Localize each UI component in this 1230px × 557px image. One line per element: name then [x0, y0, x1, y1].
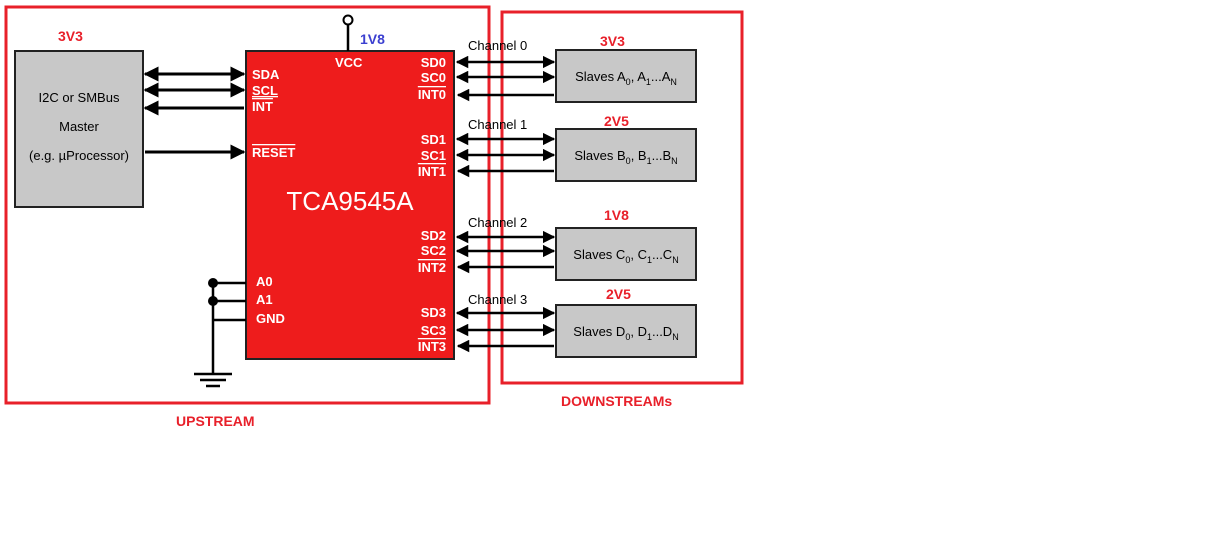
downstream-frame: [500, 10, 744, 385]
pin-sd0: SD0: [421, 55, 446, 70]
downstream-label: DOWNSTREAMs: [561, 393, 672, 409]
pin-sda: SDA: [252, 67, 280, 82]
vcc-pin-label: VCC: [335, 55, 363, 70]
pin-sc0: SC0: [421, 70, 446, 85]
upstream-label: UPSTREAM: [176, 413, 255, 429]
pin-sd3: SD3: [421, 305, 446, 320]
channel-2-voltage: 1V8: [604, 207, 629, 223]
channel-3-lines: [455, 306, 556, 353]
pin-reset: RESET: [252, 145, 295, 160]
channel-0-voltage: 3V3: [600, 33, 625, 49]
pin-sc3: SC3: [421, 323, 446, 338]
slave-box-a: [555, 49, 697, 103]
a0-junction: [208, 278, 218, 288]
slave-box-c: [555, 227, 697, 281]
channel-0-lines: [455, 55, 556, 102]
vcc-voltage: 1V8: [360, 31, 385, 47]
pin-int2: INT2: [418, 260, 446, 275]
master-line2: Master: [59, 119, 99, 134]
channel-2-label: Channel 2: [468, 215, 527, 230]
channel-3-label: Channel 3: [468, 292, 527, 307]
master-voltage: 3V3: [58, 28, 83, 44]
slave-a-text: Slaves A0, A1...AN: [575, 69, 677, 87]
channel-3-voltage: 2V5: [606, 286, 631, 302]
a1-junction: [208, 296, 218, 306]
pin-a0: A0: [256, 274, 273, 289]
pin-int0: INT0: [418, 87, 446, 102]
chip-name: TCA9545A: [286, 186, 414, 216]
pin-gnd: GND: [256, 311, 285, 326]
pin-a1: A1: [256, 292, 273, 307]
pin-sd2: SD2: [421, 228, 446, 243]
slave-d-text: Slaves D0, D1...DN: [573, 324, 678, 342]
vcc-terminal: [342, 14, 354, 26]
channel-1-label: Channel 1: [468, 117, 527, 132]
channel-0-label: Channel 0: [468, 38, 527, 53]
channel-1-voltage: 2V5: [604, 113, 629, 129]
slave-c-text: Slaves C0, C1...CN: [573, 247, 678, 265]
pin-sc1: SC1: [421, 148, 446, 163]
pin-int: INT: [252, 99, 273, 114]
pin-int1: INT1: [418, 164, 446, 179]
slave-box-b: [555, 128, 697, 182]
slave-b-text: Slaves B0, B1...BN: [574, 148, 677, 166]
master-line1: I2C or SMBus: [39, 90, 120, 105]
upstream-connections: [143, 66, 246, 160]
channel-2-lines: [455, 230, 556, 274]
master-box: [14, 50, 144, 208]
pin-scl: SCL: [252, 83, 278, 98]
pin-int3: INT3: [418, 339, 446, 354]
pin-sc2: SC2: [421, 243, 446, 258]
mux-chip: [245, 50, 455, 360]
channel-1-lines: [455, 132, 556, 178]
master-line3: (e.g. µProcessor): [29, 148, 129, 163]
slave-box-d: [555, 304, 697, 358]
ground-network: [194, 281, 246, 388]
pin-sd1: SD1: [421, 132, 446, 147]
upstream-frame: [4, 5, 491, 405]
